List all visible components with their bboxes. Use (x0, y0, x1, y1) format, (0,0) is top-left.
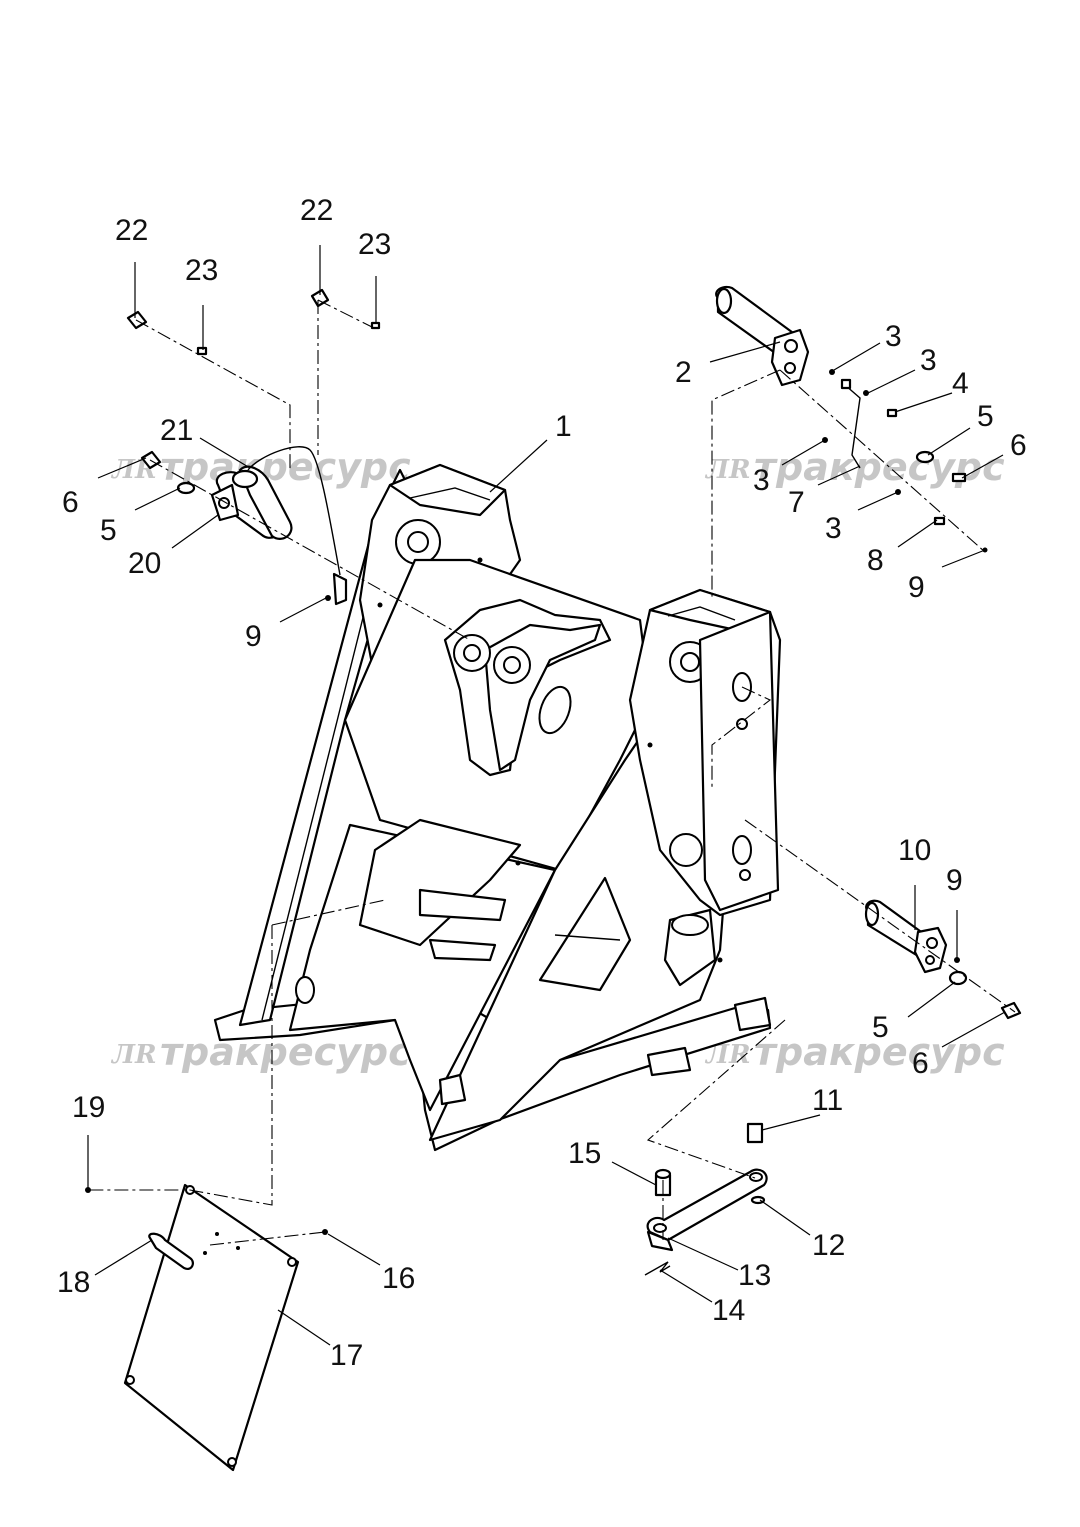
callout-6c: 6 (912, 1047, 929, 1080)
callout-17: 17 (330, 1339, 363, 1372)
cable-clamps (126, 288, 381, 356)
callout-22a: 22 (115, 214, 148, 247)
callout-14: 14 (712, 1294, 745, 1327)
link-bar (644, 1122, 768, 1276)
callout-10: 10 (898, 834, 931, 867)
svg-text:ЛR: ЛR (110, 1040, 157, 1070)
callout-15: 15 (568, 1137, 601, 1170)
callout-11: 11 (812, 1084, 843, 1117)
lock-rod (840, 378, 861, 469)
svg-text:ЛR: ЛR (704, 455, 751, 485)
pin-upper-left (140, 450, 293, 540)
callout-13: 13 (738, 1259, 771, 1292)
watermark-3: ЛR тракресурс (110, 1030, 411, 1074)
callout-3d: 3 (825, 512, 842, 545)
pin-upper-right (715, 285, 810, 387)
callout-6b: 6 (62, 486, 79, 519)
callout-9a: 9 (908, 571, 925, 604)
svg-text:тракресурс: тракресурс (160, 445, 411, 489)
svg-text:тракресурс: тракресурс (160, 1030, 411, 1074)
callout-1: 1 (555, 410, 572, 443)
callout-9b: 9 (245, 620, 262, 653)
pin-lower-right (864, 899, 1022, 1020)
callout-9c: 9 (946, 864, 963, 897)
svg-text:тракресурс: тракресурс (754, 1030, 1005, 1074)
callout-20: 20 (128, 547, 161, 580)
callout-3a: 3 (885, 320, 902, 353)
callout-12: 12 (812, 1229, 845, 1262)
callout-6a: 6 (1010, 429, 1027, 462)
callout-5b: 5 (100, 514, 117, 547)
callout-8: 8 (867, 544, 884, 577)
svg-text:тракресурс: тракресурс (754, 445, 1005, 489)
callout-19: 19 (72, 1091, 105, 1124)
callout-5a: 5 (977, 400, 994, 433)
callout-23b: 23 (358, 228, 391, 261)
callout-4: 4 (952, 367, 969, 400)
retaining-cable (247, 446, 348, 606)
cover-plate (85, 1183, 328, 1472)
callout-3c: 3 (753, 464, 770, 497)
callout-18: 18 (57, 1266, 90, 1299)
assembly-center-lines (88, 299, 1016, 1246)
callout-labels: 1 2 3 3 4 5 6 3 7 3 8 9 22 23 22 23 21 6… (57, 194, 1027, 1372)
leader-lines (87, 245, 1006, 1346)
callout-2: 2 (675, 356, 692, 389)
callout-7: 7 (788, 486, 805, 519)
callout-5c: 5 (872, 1011, 889, 1044)
callout-16: 16 (382, 1262, 415, 1295)
watermark-4: ЛR тракресурс (704, 1030, 1005, 1074)
callout-3b: 3 (920, 344, 937, 377)
loader-frame (213, 463, 782, 1152)
callout-22b: 22 (300, 194, 333, 227)
watermark-1: ЛR тракресурс (110, 445, 411, 489)
watermark-2: ЛR тракресурс (704, 445, 1005, 489)
callout-21: 21 (160, 414, 193, 447)
callout-23a: 23 (185, 254, 218, 287)
